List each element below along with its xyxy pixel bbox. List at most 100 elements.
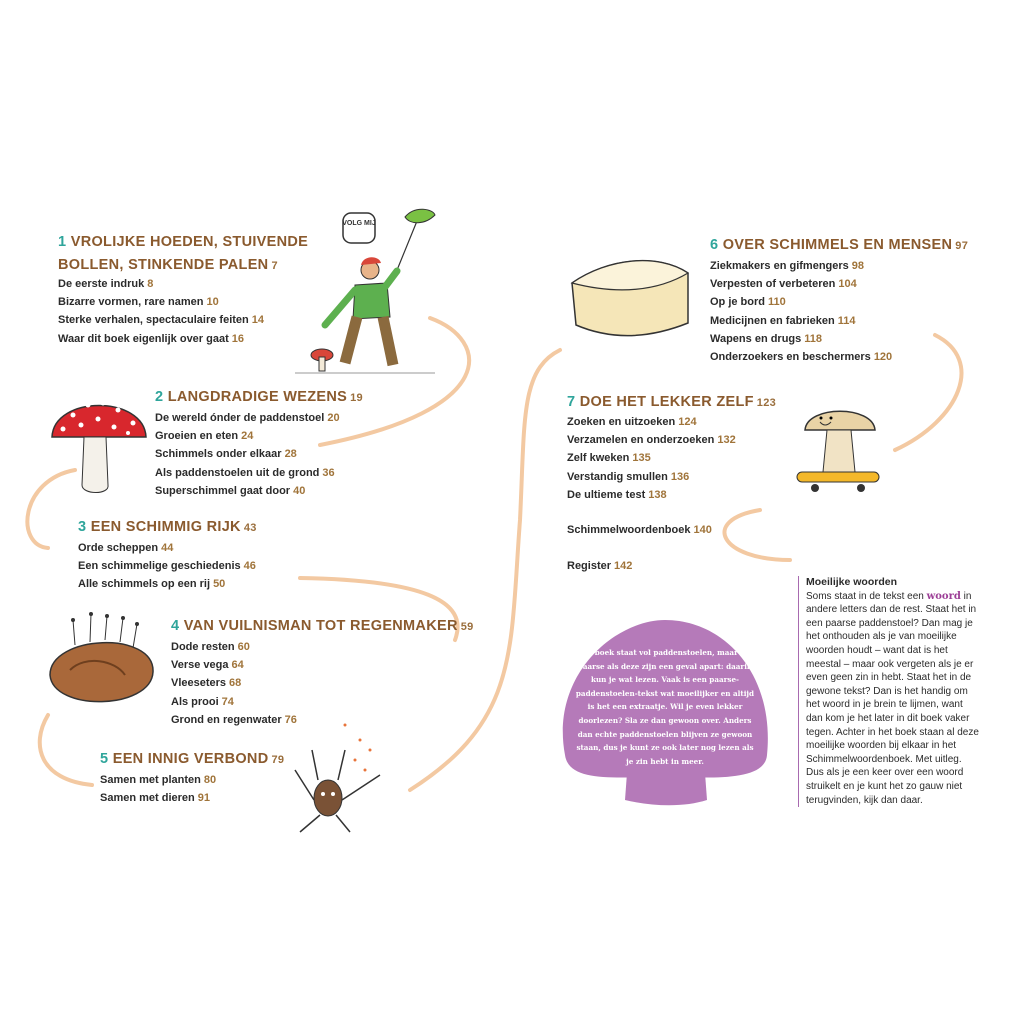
toc-entry-page: 20 [327, 412, 340, 424]
chapter-heading[interactable]: 3 Een schimmig rijk43 [78, 516, 257, 540]
toc-entry-page: 14 [251, 314, 265, 327]
chapter-page: 19 [350, 392, 363, 404]
toc-entry-label: Samen met planten [100, 774, 201, 786]
toc-entry-label: Waar dit boek eigenlijk over gaat [58, 332, 229, 345]
chapter-heading[interactable]: 2 Langdradige wezens19 [155, 386, 363, 410]
chapter-page: 7 [271, 260, 278, 272]
skateboarding-mushroom-illustration [796, 410, 880, 492]
toc-entry-page: 76 [284, 713, 297, 726]
chapter-heading[interactable]: 7 Doe het lekker zelf123 [567, 391, 776, 415]
path-line [37, 713, 94, 787]
chapter-title: bollen, stinkende palen [58, 257, 269, 273]
toc-entry-label: Als paddenstoelen uit de grond [155, 466, 320, 479]
chapter-number: 2 [155, 389, 164, 405]
toc-entry-page: 91 [197, 792, 211, 805]
toc-entry-page: 8 [147, 278, 154, 290]
toc-entry-page: 135 [632, 452, 651, 465]
decomposing-fruit-illustration [49, 612, 154, 703]
chapter-page: 43 [243, 522, 257, 534]
chapter-heading[interactable]: 1 Vrolijke hoeden, stuivendebollen, stin… [58, 231, 308, 278]
toc-entry-label: Dode resten [171, 641, 235, 653]
toc-entry-page: 114 [837, 314, 856, 327]
toc-entry-label: Een schimmelige geschiedenis [78, 560, 241, 573]
toc-entry-label: Alle schimmels op een rij [78, 578, 211, 591]
path-line [318, 316, 472, 447]
chapter-heading[interactable]: 5 Een innig verbond79 [100, 748, 284, 772]
toc-entry-page: 120 [873, 351, 893, 364]
chapter-heading[interactable]: 4 Van vuilnisman tot regenmaker59 [171, 615, 474, 639]
path-line [893, 333, 964, 452]
chapter-number: 7 [567, 394, 576, 410]
path-line [408, 348, 562, 792]
toc-entry-page: 68 [229, 677, 242, 690]
toc-entry-page: 44 [161, 542, 174, 554]
chapter-title: Een innig verbond [112, 751, 269, 767]
toc-entry-page: 104 [838, 278, 857, 291]
toc-entry-label: Wapens en drugs [710, 332, 802, 345]
toc-entry-label: Onderzoekers en beschermers [710, 351, 871, 364]
toc-entry-label: De eerste indruk [58, 278, 145, 290]
chapter-number: 1 [58, 234, 67, 250]
toc-entry-label: Groeien en eten [155, 430, 239, 443]
toc-entry-page: 74 [221, 695, 234, 708]
toc-entry-label: De wereld ónder de paddenstoel [155, 412, 325, 424]
toc-entry-page: 46 [243, 560, 256, 573]
walking-man-illustration: VOLG MIJ [295, 208, 436, 374]
toc-entry-label: Samen met dieren [100, 792, 195, 805]
sidebar-highlight-word: woord [926, 590, 961, 602]
toc-entry-page: 124 [678, 416, 697, 428]
chapter-heading[interactable]: 6 Over schimmels en mensen97 [710, 234, 968, 258]
sidebar-text: Soms staat in de tekst een [806, 590, 927, 602]
chapter-page: 59 [460, 621, 474, 633]
toc-entry-page: 80 [203, 774, 217, 786]
chapter-title: Van vuilnisman tot regenmaker [183, 618, 458, 634]
chapter-page: 123 [756, 397, 777, 409]
toc-entry-label: Grond en regenwater [171, 713, 282, 726]
sidebar-text: in andere letters dan de rest. Staat het… [806, 590, 979, 806]
fly-agaric-illustration [51, 400, 147, 493]
path-line [298, 576, 460, 642]
toc-entry-page: 140 [693, 524, 712, 536]
toc-entry-page: 16 [231, 332, 245, 345]
toc-entry-page: 64 [231, 659, 244, 672]
toc-entry-page: 110 [768, 296, 786, 309]
toc-entry-label: Zoeken en uitzoeken [567, 416, 676, 428]
